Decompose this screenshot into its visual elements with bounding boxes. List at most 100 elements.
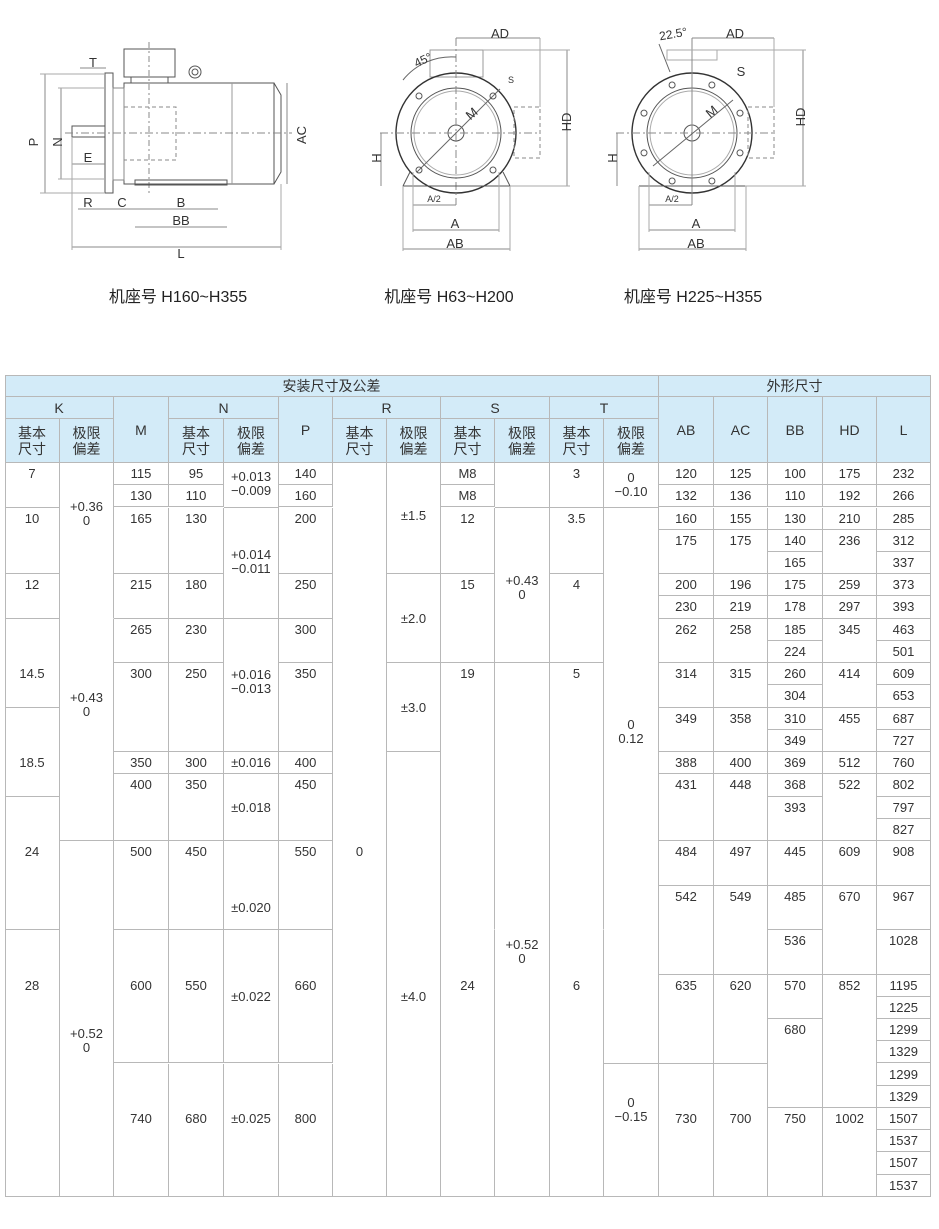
- cell-value: 300: [185, 755, 207, 771]
- table-cell-l: 393: [877, 596, 931, 619]
- label-A2: A/2: [427, 194, 441, 204]
- cell-value: 312: [892, 532, 915, 548]
- table-cell-ac: 258: [714, 618, 768, 664]
- cell-value: ±3.0: [400, 699, 427, 715]
- table-cell-t-basic: 6: [550, 930, 604, 1197]
- table-cell-l: 1028: [877, 930, 931, 975]
- cell-value: 260: [784, 666, 806, 682]
- cell-value: 350: [185, 777, 207, 793]
- cell-value: 14.5: [19, 666, 45, 682]
- cell-value: 28: [24, 977, 40, 993]
- table-cell-ac: 315: [714, 663, 768, 708]
- cell-value: 24: [460, 977, 475, 993]
- cell-value: 1028: [889, 933, 918, 949]
- table-cell-s-tol: +0.43 0: [495, 507, 550, 664]
- cell-value: ±0.016: [231, 755, 271, 771]
- table-cell-k-tol: +0.43 0: [60, 618, 114, 842]
- table-cell-l: 908: [877, 841, 931, 886]
- cell-value: 1002: [835, 1111, 864, 1127]
- table-cell-l: 609: [877, 663, 931, 686]
- bolt-hole: [668, 81, 676, 89]
- cell-value: 373: [892, 577, 915, 593]
- table-cell-s-tol: [495, 463, 550, 508]
- table-cell-k-basic: 24: [5, 796, 60, 930]
- cell-value: 175: [675, 532, 697, 548]
- label-BB: BB: [172, 213, 189, 228]
- cell-value: ±0.020: [231, 899, 271, 915]
- cell-value: 160: [675, 510, 697, 526]
- table-cell-l: 463: [877, 618, 931, 641]
- cell-value: 967: [892, 888, 915, 904]
- cell-value: 310: [784, 710, 806, 726]
- cell-value: +0.013 −0.009: [230, 469, 272, 499]
- table-cell-n-tol: ±0.020: [224, 841, 279, 931]
- table-cell-ab: 388: [659, 752, 714, 775]
- label-L: L: [177, 246, 184, 261]
- cell-value: 400: [130, 777, 152, 793]
- cell-value: 18.5: [19, 755, 45, 771]
- cell-value: 304: [784, 688, 806, 704]
- table-cell-l: 802: [877, 774, 931, 797]
- bolt-hole: [708, 81, 716, 89]
- cell-value: 450: [294, 777, 317, 793]
- caption-front-large: 机座号 H225~H355: [623, 289, 763, 306]
- table-cell-p: 450: [279, 774, 333, 842]
- cell-value: 155: [729, 510, 752, 526]
- cell-value: 160: [294, 488, 317, 504]
- cell-value: 522: [838, 777, 861, 793]
- cell-value: M8: [458, 466, 477, 482]
- table-cell-l: 1299: [877, 1019, 931, 1042]
- cell-value: ±2.0: [400, 610, 427, 626]
- cell-value: 300: [294, 621, 317, 637]
- cell-value: 400: [294, 755, 317, 771]
- cell-value: 115: [130, 466, 152, 482]
- cell-value: 3.5: [567, 510, 586, 526]
- cell-value: 300: [130, 666, 152, 682]
- header-t: T: [550, 397, 659, 419]
- bolt-hole: [736, 109, 744, 117]
- table-cell-s-basic: 12: [441, 507, 495, 575]
- cell-value: 445: [784, 844, 806, 860]
- table-cell-p: 160: [279, 485, 333, 508]
- table-cell-l: 967: [877, 885, 931, 931]
- table-cell-p: 200: [279, 507, 333, 575]
- cell-value: 600: [130, 977, 152, 993]
- table-cell-s-basic: 24: [441, 930, 495, 1197]
- table-cell-l: 337: [877, 552, 931, 575]
- header-tolerance: 极限 偏差: [495, 419, 550, 463]
- cell-value: 337: [892, 555, 915, 571]
- table-cell-l: 285: [877, 507, 931, 530]
- cell-value: 230: [675, 599, 697, 615]
- label-T: T: [89, 55, 97, 70]
- table-cell-hd: 670: [823, 885, 877, 975]
- cell-value: 620: [729, 977, 752, 993]
- table-cell-bb: 349: [768, 729, 823, 753]
- cell-value: 0 0.12: [618, 717, 644, 747]
- table-cell-m: 165: [114, 507, 169, 575]
- table-cell-l: 727: [877, 729, 931, 753]
- table-cell-s-tol: +0.52 0: [495, 663, 550, 1197]
- table-cell-n-tol: ±0.025: [224, 1063, 279, 1197]
- cell-value: 285: [892, 510, 915, 526]
- cell-value: 369: [784, 755, 806, 771]
- table-cell-s-basic: 19: [441, 663, 495, 931]
- cell-value: 12: [460, 510, 475, 526]
- table-cell-s-basic: 15: [441, 574, 495, 664]
- table-cell-bb: 485: [768, 885, 823, 931]
- table-cell-m: 350: [114, 752, 169, 775]
- table-cell-s-basic: M8: [441, 485, 495, 508]
- table-cell-hd: 210: [823, 507, 877, 530]
- table-cell-l: 312: [877, 529, 931, 552]
- table-cell-ab: 160: [659, 507, 714, 530]
- table-cell-l: 1299: [877, 1063, 931, 1086]
- cell-value: 215: [130, 577, 152, 593]
- table-cell-l: 266: [877, 485, 931, 508]
- cell-value: 230: [185, 621, 207, 637]
- cell-value: 687: [892, 710, 915, 726]
- cell-value: 350: [294, 666, 317, 682]
- cell-value: 1507: [889, 1155, 918, 1171]
- cell-value: +0.43 0: [505, 572, 539, 602]
- cell-value: 236: [838, 532, 861, 548]
- table-cell-ac: 358: [714, 707, 768, 753]
- cell-value: 463: [892, 621, 915, 637]
